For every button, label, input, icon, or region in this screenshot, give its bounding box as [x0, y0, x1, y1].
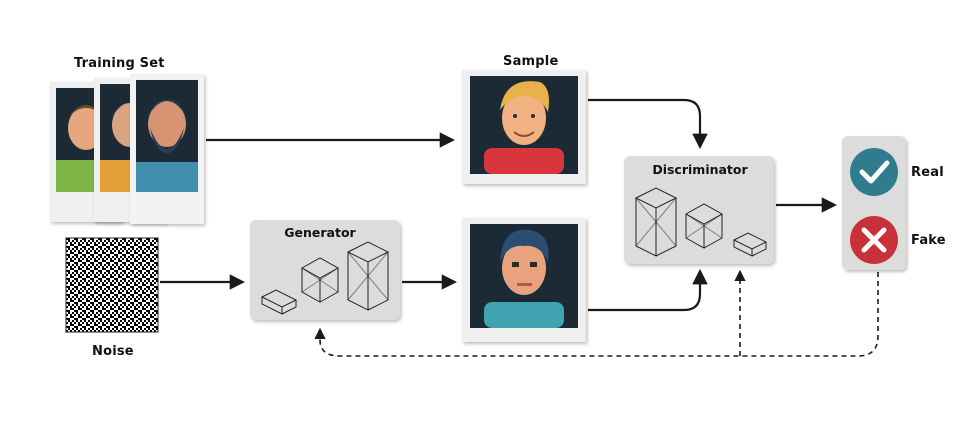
sample-photo: [462, 70, 586, 184]
real-label: Real: [911, 165, 944, 180]
checkmark-icon: [850, 148, 898, 196]
feedback-arrows: [314, 269, 879, 357]
fake-label: Fake: [911, 233, 946, 248]
x-icon: [850, 216, 898, 264]
arrow-generated-to-discriminator: [588, 268, 708, 312]
training-set-stack: [50, 74, 204, 224]
discriminator-shapes: [634, 187, 768, 257]
discriminator-title: Discriminator: [652, 162, 748, 177]
discriminator-panel: [624, 156, 774, 264]
training-set-label: Training Set: [74, 56, 165, 71]
sample-label: Sample: [503, 54, 559, 69]
training-photo-3: [130, 74, 204, 224]
generated-photo: [462, 218, 586, 342]
feedback-line-main: [314, 272, 879, 357]
noise-image: [65, 237, 159, 333]
generator-title: Generator: [284, 225, 356, 240]
generator-shapes: [260, 241, 390, 315]
noise-label: Noise: [92, 344, 134, 359]
flow-arrows: [160, 98, 838, 312]
arrow-sample-to-discriminator: [588, 98, 708, 150]
